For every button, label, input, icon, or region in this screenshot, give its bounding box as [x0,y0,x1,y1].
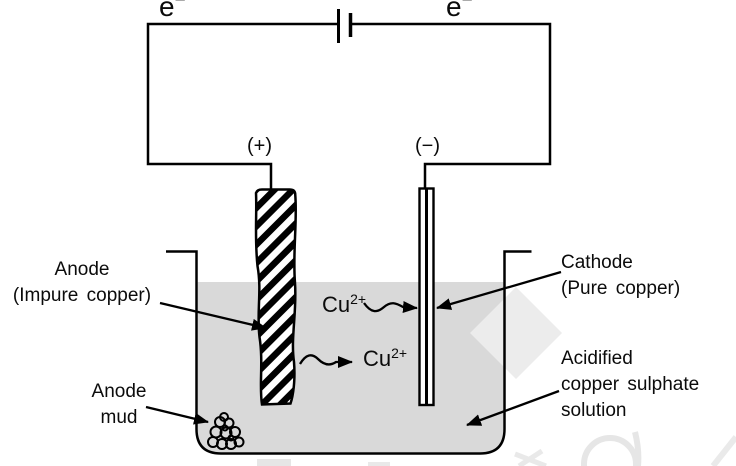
cathode-pointer-arrow [436,270,562,310]
anode-mud-label: Anode mud [78,379,160,431]
electron-charge-sup: − [461,0,473,11]
cu-ion-upper-wavy-arrow [363,301,418,313]
anode-mud-label-line2: mud [100,407,138,428]
anode-mud-label-line1: Anode [91,381,147,402]
solution-pointer-arrow [466,389,560,427]
watermark [257,287,736,466]
solution-label-line3: solution [561,400,627,421]
electron-flow-label-right: e− [446,0,473,23]
negative-terminal-label: (−) [415,135,440,157]
cathode-electrode [418,187,435,407]
electron-flow-label-left: e− [159,0,186,23]
solution-label-line2: copper sulphate [561,374,700,395]
wire-right [351,22,552,189]
cathode-label-line1: Cathode [561,252,633,273]
ion-symbol: Cu [363,346,392,371]
ion-charge-sup: 2+ [391,345,408,361]
copper-ion-label-upper: Cu2+ [322,291,366,318]
ion-charge-sup: 2+ [350,291,367,307]
anode-mud-particles [207,412,245,450]
electron-symbol: e [159,0,175,22]
battery-icon [337,9,353,43]
anode-label-line1: Anode [54,259,110,280]
cu-ion-lower-wavy-arrow [299,354,353,368]
ion-symbol: Cu [322,292,351,317]
cathode-label-line2: (Pure copper) [561,278,681,299]
electron-charge-sup: − [174,0,186,11]
copper-ion-label-lower: Cu2+ [363,345,407,372]
solution-label-line1: Acidified [561,348,633,369]
cathode-label: Cathode (Pure copper) [561,250,680,302]
electron-symbol: e [446,0,462,22]
anode-label-line2: (Impure copper) [12,285,152,306]
anode-pointer-arrow [159,301,267,331]
solution-label: Acidified copper sulphate solution [561,346,699,424]
beaker-outline [166,250,532,455]
positive-terminal-label: (+) [247,135,272,157]
anode-label: Anode (Impure copper) [2,257,162,309]
anode-mud-pointer-arrow [145,405,209,425]
wire-left [146,22,337,191]
anode-electrode [254,188,298,406]
